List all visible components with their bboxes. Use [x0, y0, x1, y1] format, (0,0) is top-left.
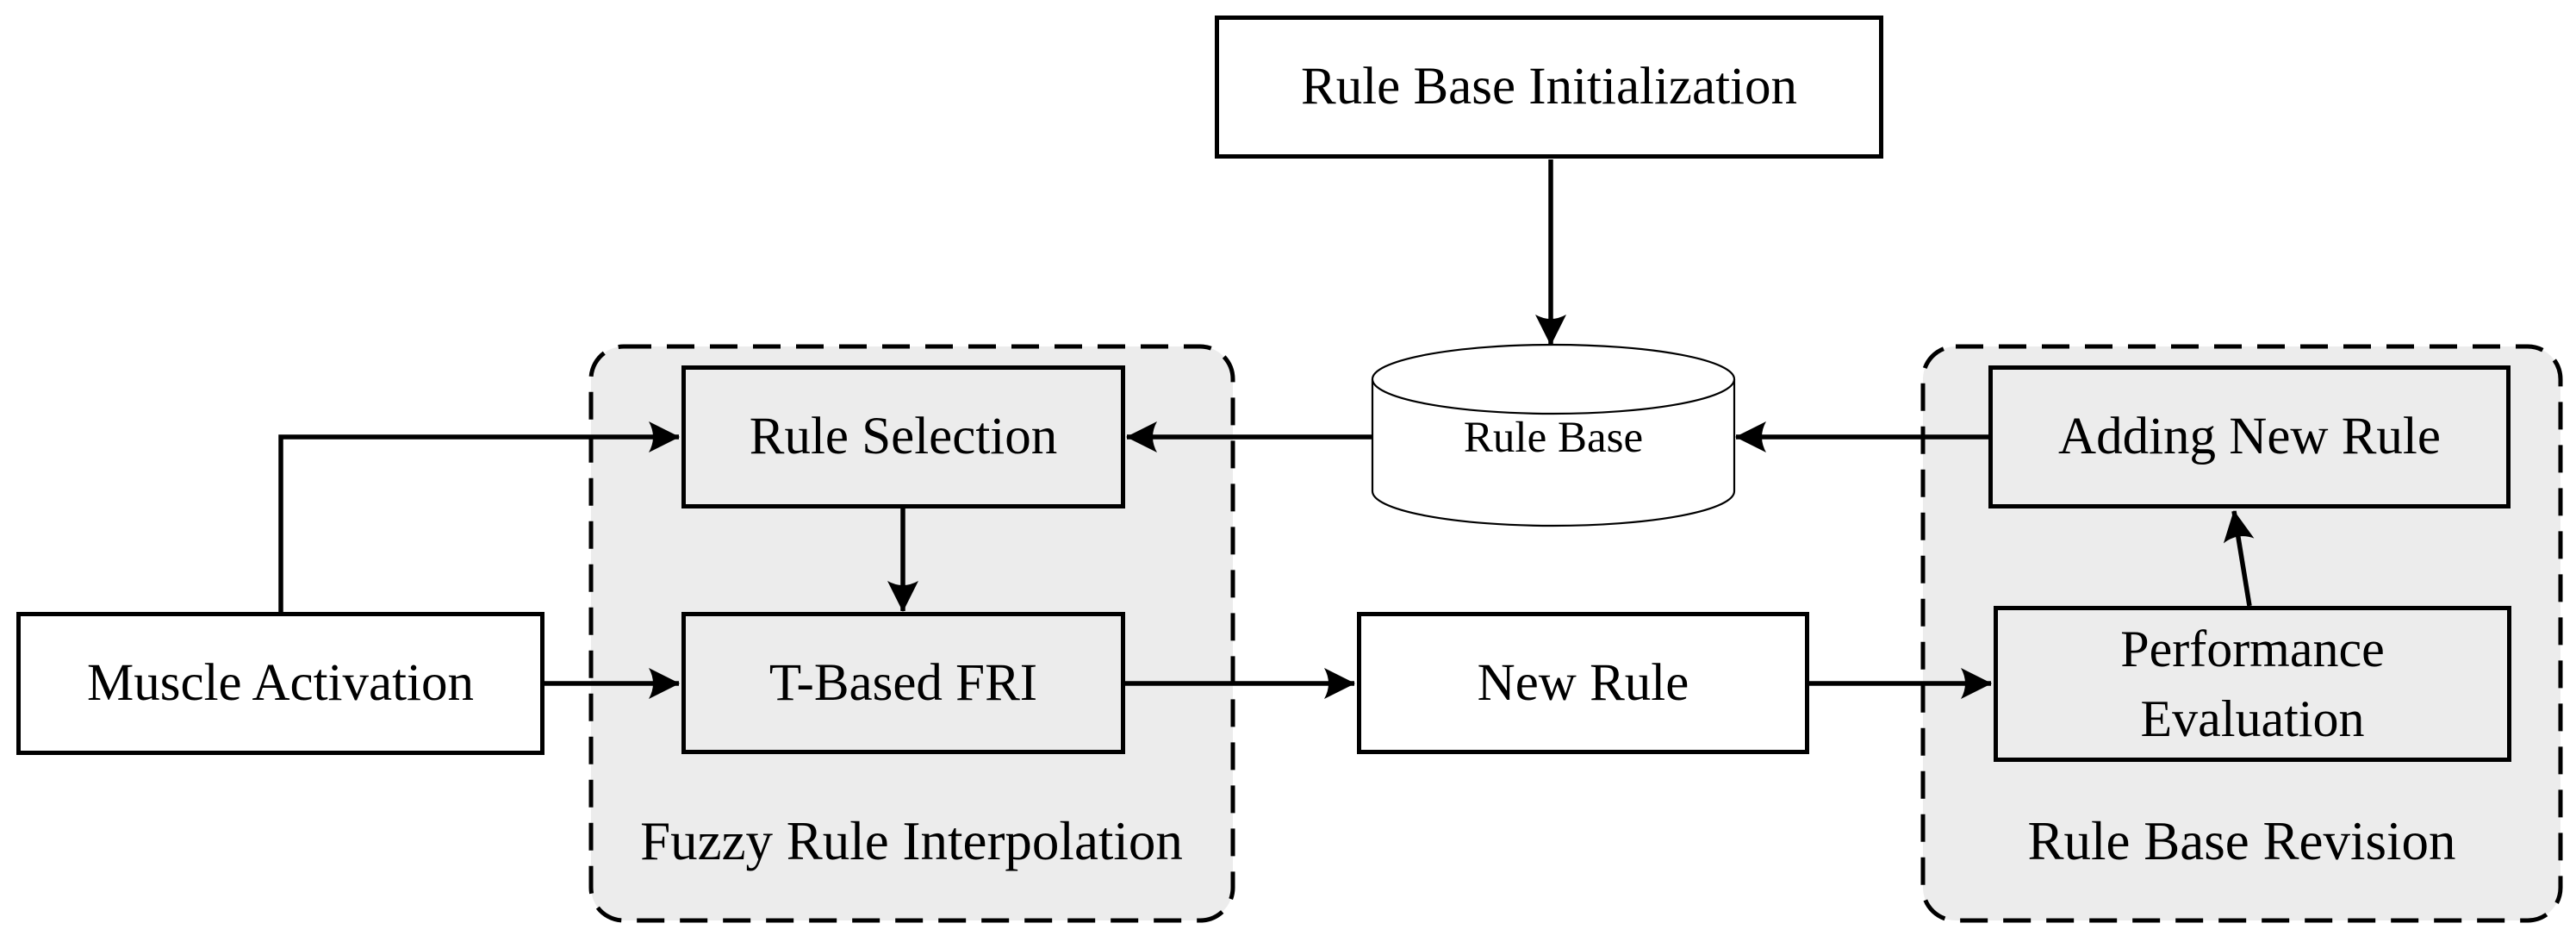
node-new-rule: New Rule	[1357, 612, 1809, 754]
rule-base-cylinder-body	[1371, 379, 1736, 527]
node-rule-base-initialization: Rule Base Initialization	[1215, 16, 1883, 159]
group-fuzzy-rule-interpolation	[588, 344, 1235, 923]
group-label-rule-base-revision: Rule Base Revision	[2027, 810, 2456, 871]
arrow-performanceevaluation-to-addingnewrule	[2223, 510, 2255, 607]
performance-evaluation-line2: Evaluation	[2140, 689, 2365, 747]
node-adding-new-rule: Adding New Rule	[1988, 365, 2511, 508]
node-rule-selection: Rule Selection	[681, 365, 1125, 508]
rule-base-cylinder-top	[1371, 343, 1736, 415]
node-t-based-fri: T-Based FRI	[681, 612, 1125, 754]
node-performance-evaluation: Performance Evaluation	[1994, 606, 2511, 762]
node-rule-base-label: Rule Base	[1463, 414, 1644, 462]
arrow-muscleactivation-to-ruleselection	[278, 421, 680, 612]
node-muscle-activation: Muscle Activation	[16, 612, 544, 755]
group-label-fuzzy-rule-interpolation: Fuzzy Rule Interpolation	[640, 810, 1183, 871]
group-rule-base-revision	[1920, 344, 2563, 923]
performance-evaluation-line1: Performance	[2120, 620, 2385, 677]
